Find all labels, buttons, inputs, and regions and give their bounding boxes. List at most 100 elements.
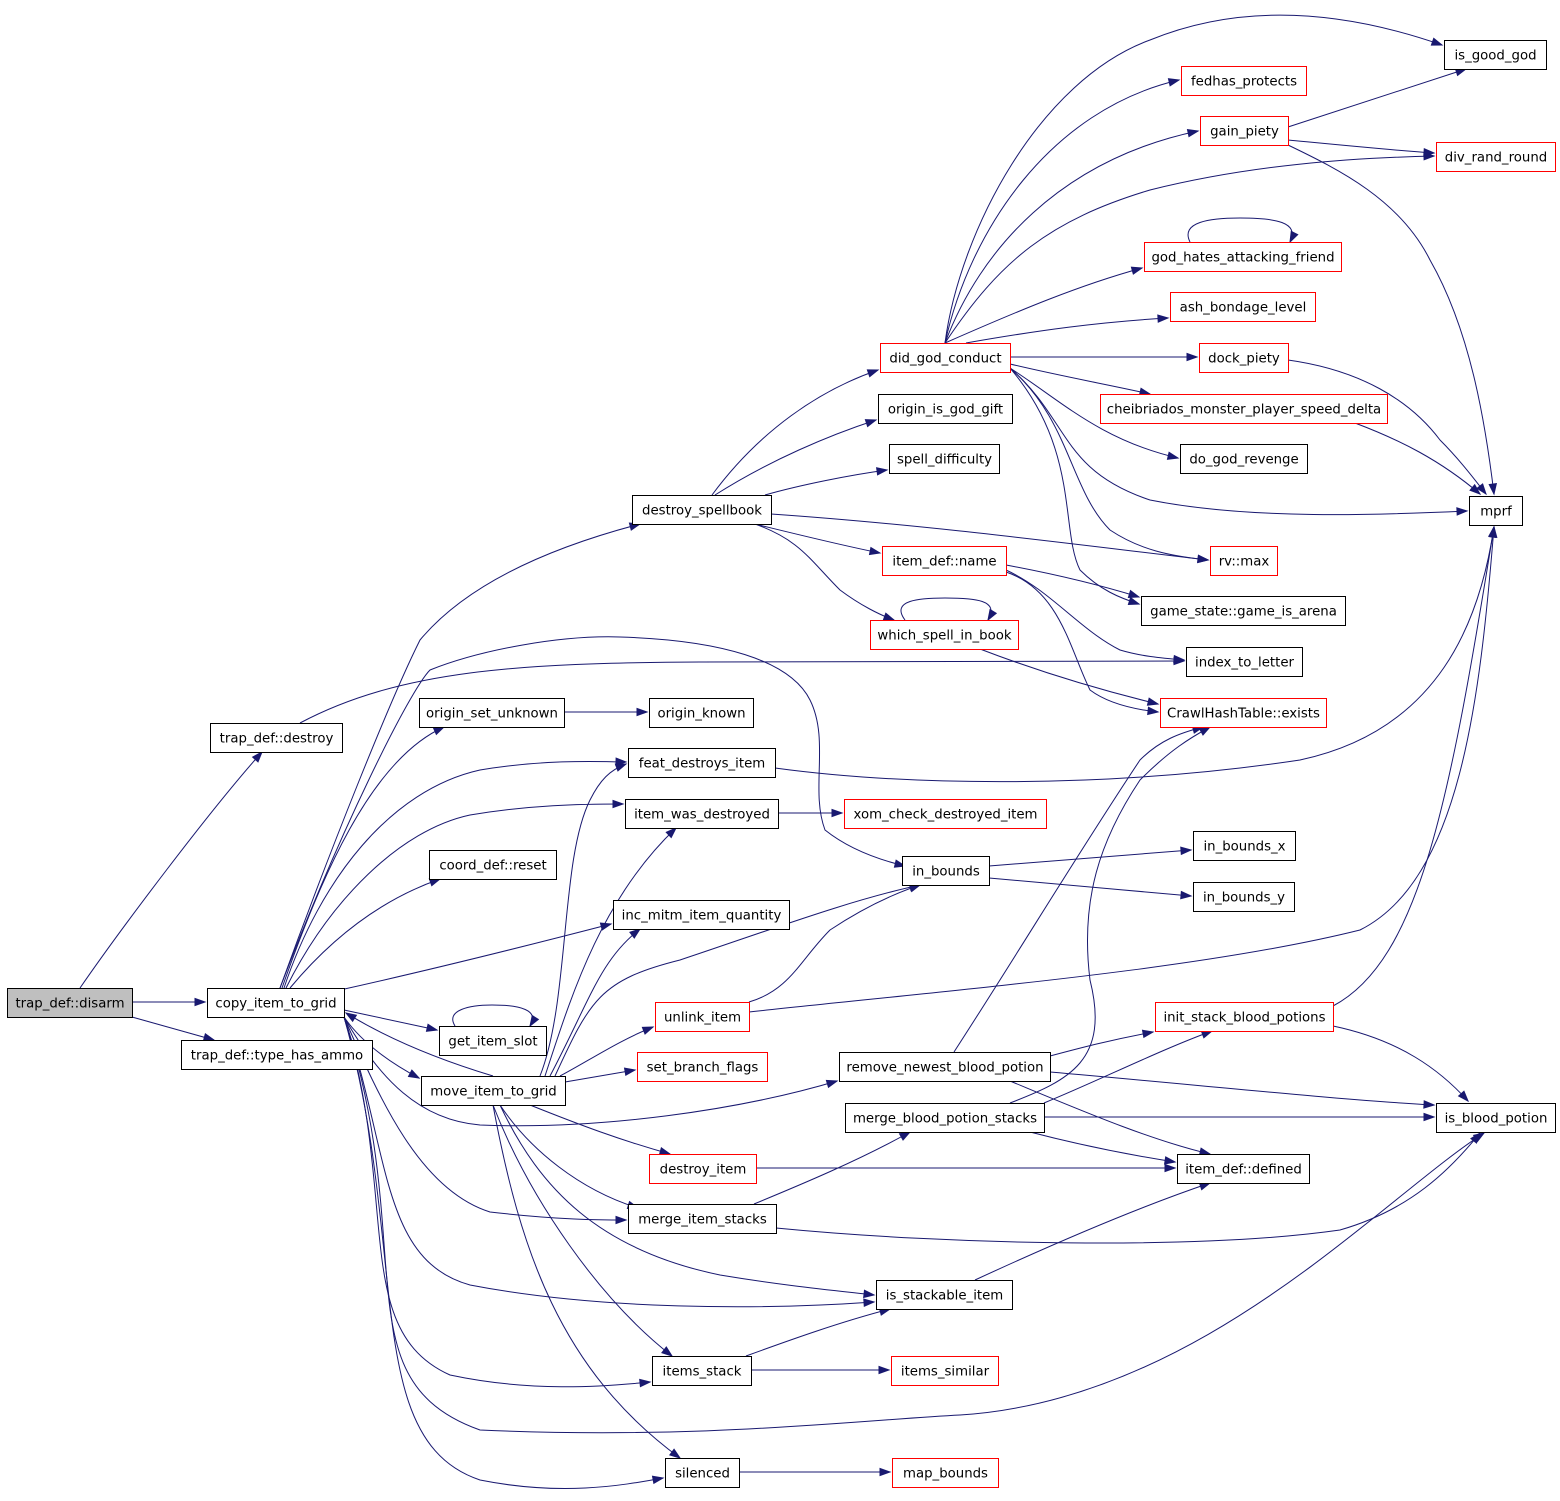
node-box[interactable] — [878, 394, 1013, 424]
node-do-god-revenge[interactable]: do_god_revenge — [1180, 444, 1308, 474]
node-box[interactable] — [652, 1356, 752, 1386]
node-in-bounds-x[interactable]: in_bounds_x — [1193, 831, 1296, 861]
node-box[interactable] — [1436, 142, 1556, 172]
node-box[interactable] — [181, 1040, 373, 1070]
node-box[interactable] — [1141, 596, 1346, 626]
node-god-hates-attacking-friend[interactable]: god_hates_attacking_friend — [1144, 242, 1342, 272]
node-trap-def-destroy[interactable]: trap_def::destroy — [210, 723, 343, 753]
node-box[interactable] — [1160, 698, 1327, 728]
node-box[interactable] — [1193, 882, 1295, 912]
node-box[interactable] — [628, 748, 776, 778]
node-fedhas-protects[interactable]: fedhas_protects — [1181, 66, 1307, 96]
node-box[interactable] — [1181, 66, 1307, 96]
node-game-state-game-is-arena[interactable]: game_state::game_is_arena — [1141, 596, 1346, 626]
node-box[interactable] — [1210, 546, 1278, 576]
node-init-stack-blood-potions[interactable]: init_stack_blood_potions — [1155, 1002, 1334, 1032]
node-box[interactable] — [649, 698, 754, 728]
node-move-item-to-grid[interactable]: move_item_to_grid — [421, 1076, 566, 1106]
node-box[interactable] — [845, 1103, 1045, 1133]
node-box[interactable] — [637, 1052, 768, 1082]
node-box[interactable] — [207, 988, 345, 1018]
node-cheibriados-monster-player-speed-delta[interactable]: cheibriados_monster_player_speed_delta — [1100, 394, 1388, 424]
node-box[interactable] — [210, 723, 343, 753]
node-box[interactable] — [889, 444, 1000, 474]
node-box[interactable] — [1170, 292, 1316, 322]
node-crawlhashtable-exists[interactable]: CrawlHashTable::exists — [1160, 698, 1327, 728]
node-index-to-letter[interactable]: index_to_letter — [1186, 647, 1303, 677]
node-remove-newest-blood-potion[interactable]: remove_newest_blood_potion — [839, 1052, 1051, 1082]
node-box[interactable] — [649, 1154, 757, 1184]
node-silenced[interactable]: silenced — [665, 1458, 740, 1488]
node-div-rand-round[interactable]: div_rand_round — [1436, 142, 1556, 172]
node-box[interactable] — [439, 1026, 547, 1056]
node-box[interactable] — [1177, 1154, 1310, 1184]
node-box[interactable] — [870, 620, 1019, 650]
node-box[interactable] — [625, 799, 779, 829]
node-box[interactable] — [892, 1458, 999, 1488]
node-box[interactable] — [1200, 116, 1289, 146]
node-box[interactable] — [1180, 444, 1308, 474]
node-box[interactable] — [876, 1280, 1013, 1310]
node-trap-def-type-has-ammo[interactable]: trap_def::type_has_ammo — [181, 1040, 373, 1070]
node-ash-bondage-level[interactable]: ash_bondage_level — [1170, 292, 1316, 322]
node-box[interactable] — [880, 343, 1011, 373]
node-unlink-item[interactable]: unlink_item — [655, 1002, 750, 1032]
node-xom-check-destroyed-item[interactable]: xom_check_destroyed_item — [844, 799, 1047, 829]
node-box[interactable] — [655, 1002, 750, 1032]
node-box[interactable] — [421, 1076, 566, 1106]
node-box[interactable] — [839, 1052, 1051, 1082]
node-destroy-item[interactable]: destroy_item — [649, 1154, 757, 1184]
node-coord-def-reset[interactable]: coord_def::reset — [429, 850, 557, 880]
node-items-stack[interactable]: items_stack — [652, 1356, 752, 1386]
node-box[interactable] — [891, 1356, 999, 1386]
node-box[interactable] — [7, 988, 133, 1018]
node-box[interactable] — [1469, 496, 1523, 526]
node-map-bounds[interactable]: map_bounds — [892, 1458, 999, 1488]
node-box[interactable] — [1199, 343, 1289, 373]
node-spell-difficulty[interactable]: spell_difficulty — [889, 444, 1000, 474]
node-did-god-conduct[interactable]: did_god_conduct — [880, 343, 1011, 373]
node-item-def-defined[interactable]: item_def::defined — [1177, 1154, 1310, 1184]
node-box[interactable] — [665, 1458, 740, 1488]
node-box[interactable] — [632, 495, 772, 525]
node-merge-item-stacks[interactable]: merge_item_stacks — [628, 1204, 777, 1234]
node-copy-item-to-grid[interactable]: copy_item_to_grid — [207, 988, 345, 1018]
node-item-def-name[interactable]: item_def::name — [882, 546, 1007, 576]
node-origin-is-god-gift[interactable]: origin_is_god_gift — [878, 394, 1013, 424]
node-feat-destroys-item[interactable]: feat_destroys_item — [628, 748, 776, 778]
node-in-bounds-y[interactable]: in_bounds_y — [1193, 882, 1295, 912]
node-box[interactable] — [1436, 1103, 1556, 1133]
node-is-good-god[interactable]: is_good_god — [1444, 40, 1547, 70]
node-inc-mitm-item-quantity[interactable]: inc_mitm_item_quantity — [613, 900, 790, 930]
node-merge-blood-potion-stacks[interactable]: merge_blood_potion_stacks — [845, 1103, 1045, 1133]
node-origin-known[interactable]: origin_known — [649, 698, 754, 728]
node-box[interactable] — [844, 799, 1047, 829]
node-box[interactable] — [1155, 1002, 1334, 1032]
node-is-blood-potion[interactable]: is_blood_potion — [1436, 1103, 1556, 1133]
node-box[interactable] — [628, 1204, 777, 1234]
node-is-stackable-item[interactable]: is_stackable_item — [876, 1280, 1013, 1310]
node-dock-piety[interactable]: dock_piety — [1199, 343, 1289, 373]
node-in-bounds[interactable]: in_bounds — [902, 856, 990, 886]
node-box[interactable] — [1444, 40, 1547, 70]
node-box[interactable] — [882, 546, 1007, 576]
node-items-similar[interactable]: items_similar — [891, 1356, 999, 1386]
node-box[interactable] — [1144, 242, 1342, 272]
node-destroy-spellbook[interactable]: destroy_spellbook — [632, 495, 772, 525]
node-box[interactable] — [419, 698, 565, 728]
node-trap-def-disarm[interactable]: trap_def::disarm — [7, 988, 133, 1018]
node-mprf[interactable]: mprf — [1469, 496, 1523, 526]
node-rv-max[interactable]: rv::max — [1210, 546, 1278, 576]
node-box[interactable] — [613, 900, 790, 930]
node-box[interactable] — [1193, 831, 1296, 861]
node-box[interactable] — [902, 856, 990, 886]
node-gain-piety[interactable]: gain_piety — [1200, 116, 1289, 146]
node-set-branch-flags[interactable]: set_branch_flags — [637, 1052, 768, 1082]
node-get-item-slot[interactable]: get_item_slot — [439, 1026, 547, 1056]
node-box[interactable] — [1100, 394, 1388, 424]
node-which-spell-in-book[interactable]: which_spell_in_book — [870, 620, 1019, 650]
node-box[interactable] — [429, 850, 557, 880]
node-box[interactable] — [1186, 647, 1303, 677]
node-item-was-destroyed[interactable]: item_was_destroyed — [625, 799, 779, 829]
node-origin-set-unknown[interactable]: origin_set_unknown — [419, 698, 565, 728]
